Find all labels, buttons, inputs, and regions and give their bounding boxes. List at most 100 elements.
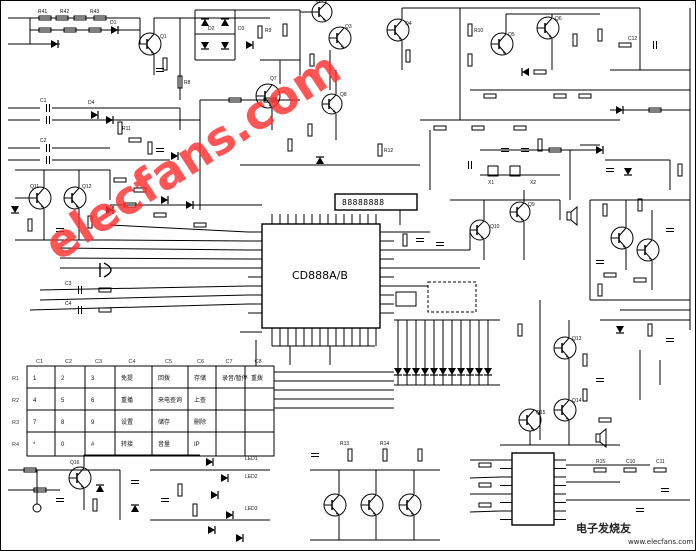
keypad-key: IP [194,442,200,448]
resistor [582,353,588,367]
resistor [88,27,102,33]
ic-label: CD888A/B [292,269,348,282]
resistor [582,388,588,402]
resistor [123,202,137,208]
keypad-row-header: R2 [12,398,19,404]
resistor [153,212,167,218]
component-label: X2 [530,180,536,186]
resistor [133,187,147,193]
resistor [633,277,647,283]
component-label: R41 [38,9,47,15]
resistor [618,42,632,48]
transistor [386,18,410,42]
resistor [128,137,142,143]
diode [616,106,624,114]
component-label: C10 [626,459,635,465]
resistor [405,49,411,63]
diode [403,368,411,376]
component-label: R15 [596,459,605,465]
component-label: R9 [265,28,272,34]
site-logo-url: www.elecfans.com [628,538,693,546]
keypad-row-header: R1 [12,376,19,382]
component-label: R43 [90,9,99,15]
diode [316,156,324,164]
resistor [471,125,485,131]
keypad-key: 3 [91,376,95,382]
keypad-key: 转接 [121,440,133,448]
diode [91,111,99,119]
component-label: C4 [65,301,72,307]
keypad-col-header: C4 [129,359,136,365]
resistor [309,53,315,67]
main-ic: CD888A/B [248,214,394,340]
component-label: Q16 [70,460,80,466]
component-label: D1 [110,20,117,26]
diode [412,368,420,376]
component-label: Q5 [508,32,515,38]
diode [624,168,632,176]
resistor [98,287,112,293]
diode [131,504,139,512]
transistor [553,398,577,422]
transistor [63,186,87,210]
speaker-top [566,205,578,227]
keypad-key: 2 [61,376,65,382]
resistor [177,75,183,89]
component-label: D3 [238,26,245,32]
component-label: C2 [40,138,47,144]
resistor [677,163,683,177]
transistor [469,219,491,241]
transistor [536,16,560,40]
diode [448,368,456,376]
site-logo-cn: 电子发烧友 [576,521,631,535]
keypad-col-header: C8 [255,359,262,365]
component-label: Q9 [528,202,535,208]
transistor [311,1,333,23]
diode [111,26,119,34]
resistor [598,417,612,423]
keypad-key: 重拨 [251,374,263,382]
line-input [32,470,42,513]
resistor [483,93,497,99]
resistor [417,448,423,462]
component-label: Q6 [555,16,562,22]
resistor [98,307,112,313]
keypad-key: 删除 [194,418,206,426]
component-label: LED3 [245,506,258,512]
component-label: Q12 [82,184,92,190]
keypad-col-header: C2 [65,359,72,365]
resistor [193,222,207,228]
diode [208,526,216,534]
resistor [147,141,153,155]
component-label: R12 [384,148,393,154]
diode [51,40,59,48]
component-label: R8 [184,80,191,86]
transistor [360,493,384,517]
resistor [533,69,547,75]
transistor [138,32,162,56]
component-label: R10 [474,28,483,34]
component-label: C1 [40,98,47,104]
diode [466,368,474,376]
diode [394,368,402,376]
audio-ic [500,452,566,526]
transistor [323,493,347,517]
wire [29,303,249,311]
diode [221,42,229,50]
wire [109,239,249,242]
resistor [597,28,603,42]
keypad-key: 7 [33,420,37,426]
resistor [603,272,617,278]
component-label: Q1 [160,34,167,40]
wire [59,247,249,251]
component-label: C3 [65,281,72,287]
diode [11,206,19,214]
keypad-key: 回拨 [158,374,170,382]
keypad-key: 音量 [158,440,170,448]
component-label: Q3 [345,24,352,30]
resistor [647,323,653,337]
resistor [92,498,98,512]
wire [109,224,249,233]
